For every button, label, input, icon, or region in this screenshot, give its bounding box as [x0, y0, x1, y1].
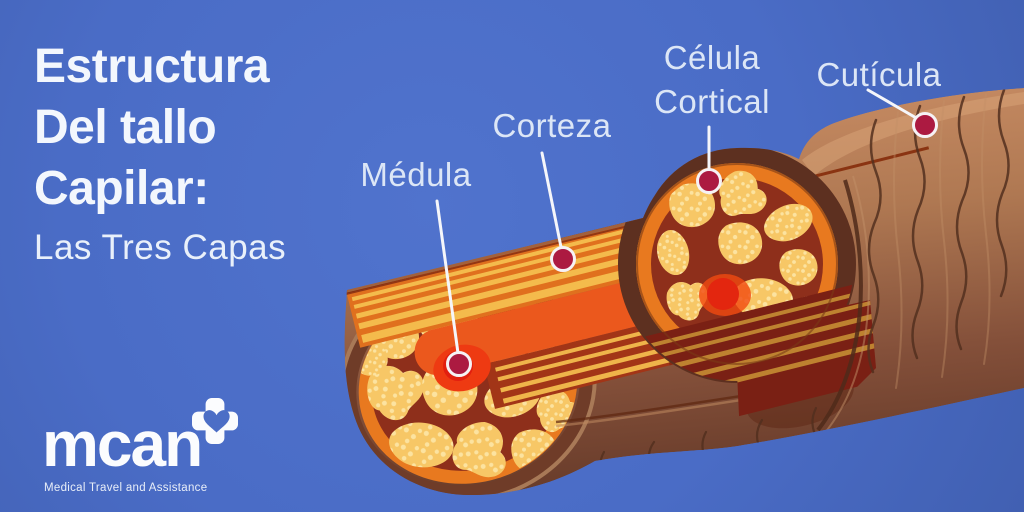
- cuticula-marker-dot: [912, 112, 938, 138]
- label-corteza: Corteza: [492, 107, 612, 144]
- title-block: Estructura Del tallo Capilar: Las Tres C…: [34, 36, 286, 268]
- label-celula-cortical: Célula Cortical: [632, 36, 792, 123]
- title-line-2: Del tallo: [34, 101, 217, 154]
- cuticula-leader-line: [866, 88, 920, 121]
- hair-shaft-body: [344, 88, 1024, 495]
- title-line-1: Estructura: [34, 40, 270, 93]
- logo-tagline: Medical Travel and Assistance: [44, 482, 208, 494]
- medula-leader-line: [435, 199, 460, 355]
- label-celula-line1: Célula: [663, 39, 761, 76]
- medulla-spot-face: [699, 274, 751, 316]
- medula-marker-dot: [446, 351, 472, 377]
- mcan-logo: mcan Medical Travel and Assistance: [42, 396, 262, 502]
- corteza-leader-line: [540, 151, 563, 249]
- label-celula-line2: Cortical: [654, 82, 770, 120]
- plus-heart-icon: [192, 398, 238, 444]
- title-line-3: Capilar:: [34, 162, 209, 215]
- celula-marker-dot: [696, 168, 722, 194]
- corteza-marker-dot: [550, 246, 576, 272]
- title-subtitle: Las Tres Capas: [34, 228, 287, 267]
- label-medula: Médula: [360, 156, 472, 193]
- label-cuticula: Cutícula: [816, 56, 942, 93]
- leader-lines: [435, 88, 920, 355]
- logo-wordmark: mcan: [42, 408, 203, 480]
- marker-dots: [446, 112, 938, 377]
- cuticle-texture-lines: [599, 88, 1010, 482]
- heart-icon: [203, 410, 230, 433]
